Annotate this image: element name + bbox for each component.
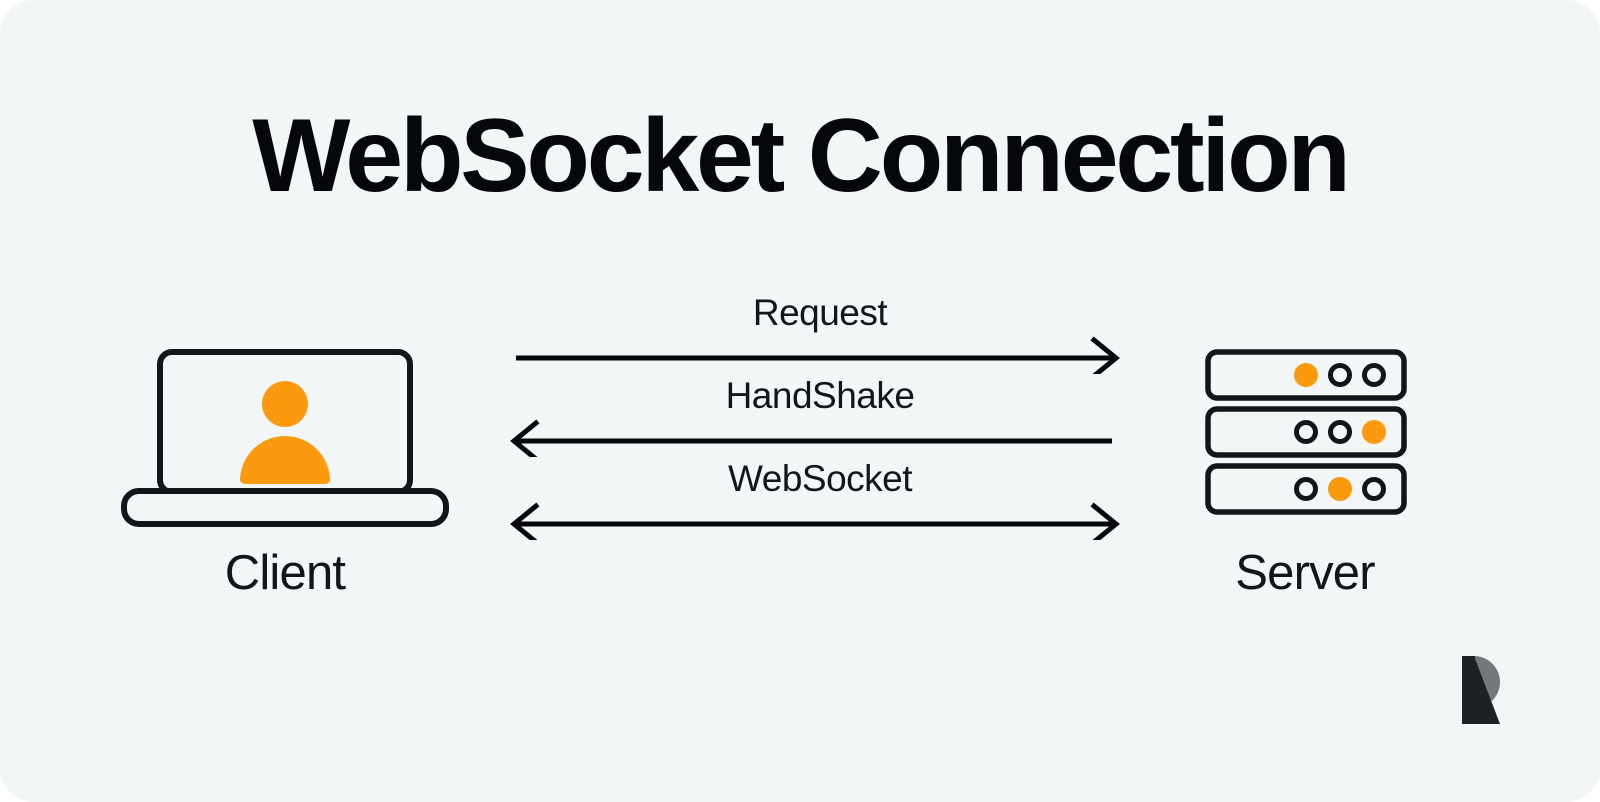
server-label: Server [1235, 546, 1375, 600]
flow-request: Request [460, 290, 1180, 374]
flow-websocket-label: WebSocket [727, 458, 913, 499]
server-row-1 [1205, 349, 1407, 401]
flow-handshake: HandShake [460, 373, 1180, 457]
server-node: Server [1140, 348, 1470, 628]
client-label: Client [224, 546, 346, 600]
server-row-2 [1205, 406, 1407, 458]
arrow-left-icon [510, 419, 1112, 457]
flow-handshake-label: HandShake [725, 375, 915, 416]
server-rack-icon [1205, 349, 1407, 515]
flow-websocket: WebSocket [460, 456, 1180, 540]
arrow-both-icon [510, 502, 1120, 540]
brand-logo-r-icon [1462, 656, 1500, 724]
server-row-3 [1205, 463, 1407, 515]
laptop-user-icon [121, 349, 449, 527]
page-title: WebSocket Connection [252, 98, 1351, 214]
flow-request-label: Request [752, 292, 888, 333]
client-node: Client [120, 348, 450, 628]
message-flows: Request HandShake WebSocket [460, 290, 1180, 550]
arrow-right-icon [516, 336, 1120, 374]
